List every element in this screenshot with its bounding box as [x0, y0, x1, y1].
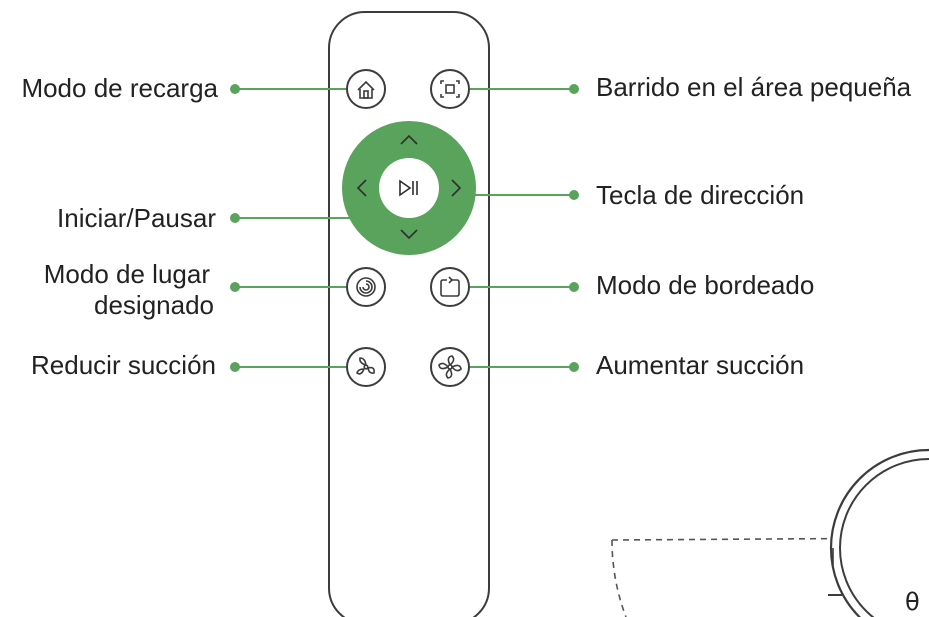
- play-pause-icon: [399, 179, 418, 197]
- play-pause-button[interactable]: [379, 158, 439, 218]
- spiral-icon: [356, 277, 376, 297]
- label-small-area-sweep: Barrido en el área pequeña: [596, 72, 912, 102]
- home-icon: [357, 80, 375, 99]
- label-recharge-mode: Modo de recarga: [21, 73, 218, 103]
- label-spot-mode-line2: designado: [94, 290, 214, 320]
- robot-glyph: θ: [905, 588, 920, 616]
- callout-lines: [230, 84, 579, 372]
- fan-low-icon: [356, 357, 375, 375]
- label-increase-suction: Aumentar succión: [596, 350, 805, 380]
- edge-icon: [440, 276, 460, 297]
- label-spot-mode-line1: Modo de lugar: [43, 259, 210, 289]
- robot-illustration: θ: [611, 448, 929, 617]
- label-direction-key: Tecla de dirección: [596, 180, 805, 210]
- reduce-suction-button[interactable]: [346, 347, 386, 387]
- label-edge-mode: Modo de bordeado: [596, 270, 815, 300]
- arrow-left-icon[interactable]: [356, 179, 367, 197]
- arrow-right-icon[interactable]: [451, 179, 462, 197]
- home-button[interactable]: [346, 69, 386, 109]
- area-sweep-button[interactable]: [430, 69, 470, 109]
- label-reduce-suction: Reducir succión: [31, 350, 216, 380]
- label-start-pause: Iniciar/Pausar: [57, 203, 216, 233]
- fan-high-icon: [438, 355, 462, 379]
- increase-suction-button[interactable]: [430, 347, 470, 387]
- arrow-up-icon[interactable]: [400, 134, 418, 145]
- spot-mode-button[interactable]: [346, 267, 386, 307]
- edge-mode-button[interactable]: [430, 267, 470, 307]
- arrow-down-icon[interactable]: [400, 229, 418, 240]
- area-icon: [440, 80, 460, 98]
